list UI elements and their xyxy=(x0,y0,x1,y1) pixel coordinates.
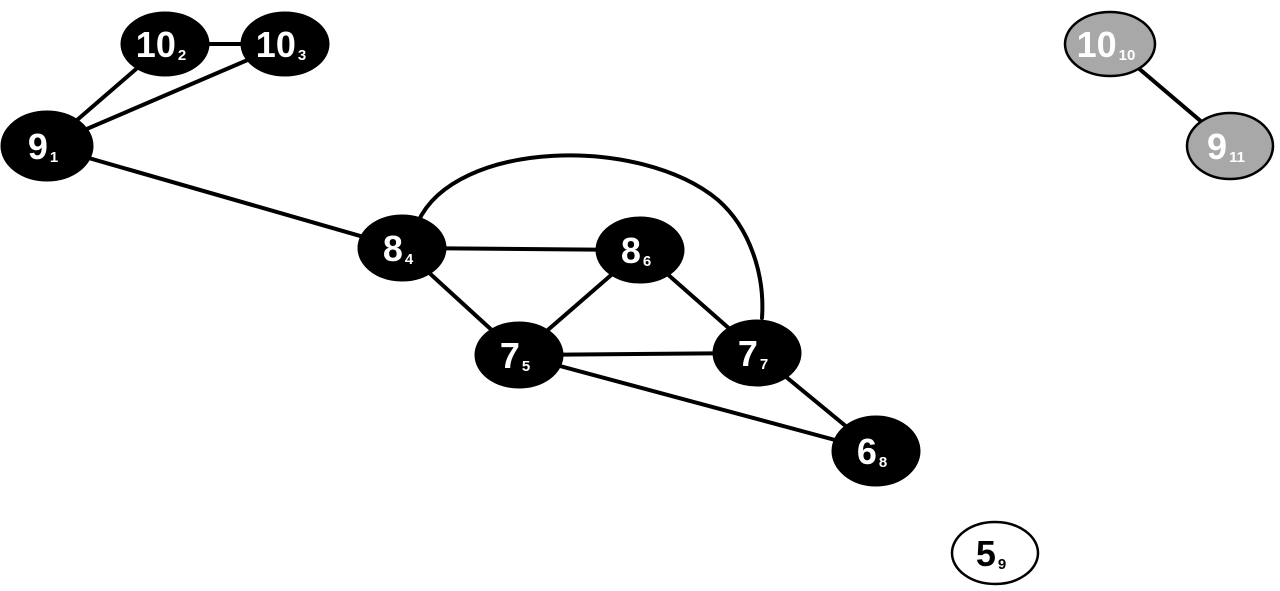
node-ellipse xyxy=(1063,10,1157,78)
node-index: 6 xyxy=(643,253,651,270)
node-index: 9 xyxy=(998,556,1006,573)
node-index: 1 xyxy=(50,149,58,166)
node-ellipse xyxy=(0,110,94,182)
node-value: 8 xyxy=(383,228,403,269)
node-ellipse xyxy=(1185,111,1275,181)
edge-n1-n4 xyxy=(45,144,404,250)
node-value: 8 xyxy=(621,230,641,271)
edge-n5-n8 xyxy=(517,353,878,453)
node-index: 3 xyxy=(298,47,306,64)
node-value: 5 xyxy=(976,533,996,574)
node-ellipse xyxy=(120,11,210,77)
node-ellipse xyxy=(712,319,802,387)
node-index: 2 xyxy=(178,47,186,64)
edge-n4-n7 xyxy=(416,153,765,320)
node-ellipse xyxy=(831,415,921,487)
node-ellipse xyxy=(595,216,685,284)
node-index: 7 xyxy=(760,356,768,373)
node-ellipse xyxy=(240,11,330,77)
node-index: 4 xyxy=(405,251,414,268)
node-index: 5 xyxy=(522,358,530,375)
node-ellipse xyxy=(357,214,447,282)
node-value: 6 xyxy=(857,431,877,472)
node-ellipse xyxy=(950,520,1040,586)
node-value: 9 xyxy=(1207,126,1227,167)
node-value: 10 xyxy=(1077,24,1117,65)
node-value: 10 xyxy=(136,24,176,65)
node-value: 9 xyxy=(28,126,48,167)
node-value: 10 xyxy=(256,24,296,65)
node-index: 8 xyxy=(879,454,887,471)
node-index: 10 xyxy=(1119,47,1136,64)
node-ellipse xyxy=(474,321,564,389)
node-value: 7 xyxy=(738,333,758,374)
node-value: 7 xyxy=(500,335,520,376)
node-index: 11 xyxy=(1229,149,1245,166)
